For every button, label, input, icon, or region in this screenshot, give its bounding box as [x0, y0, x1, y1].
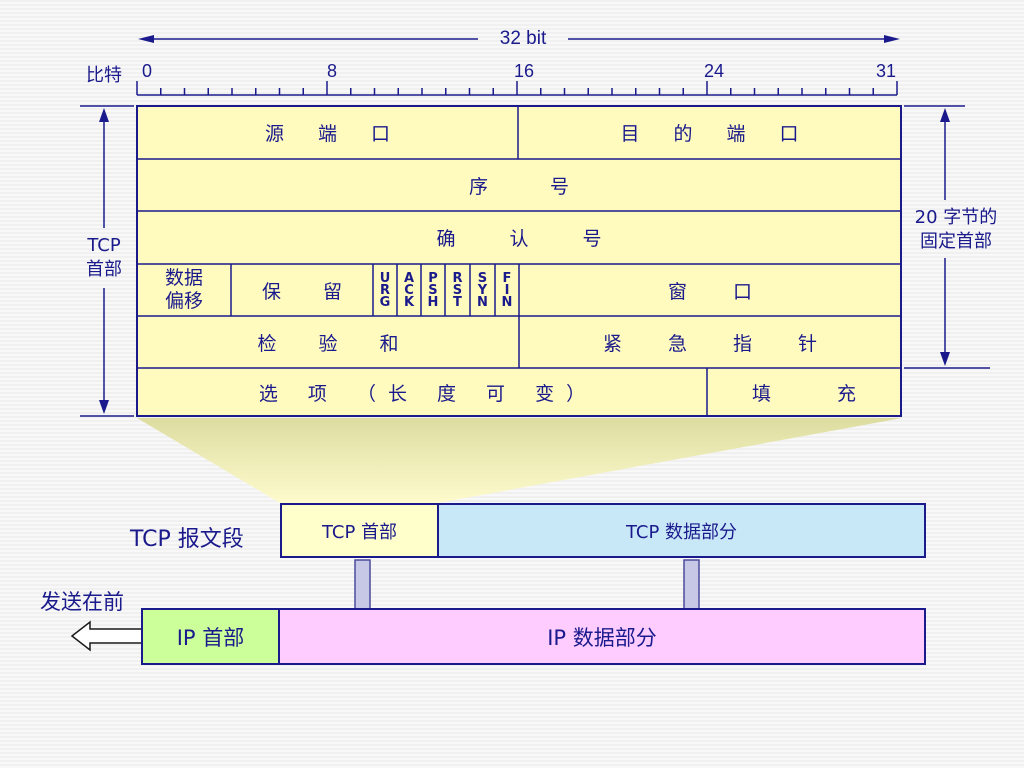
- flag-rst: R S T: [452, 271, 463, 310]
- ruler-tick-16: 16: [514, 61, 535, 81]
- bit-ruler: [136, 81, 898, 96]
- send-first-arrow: [70, 620, 145, 652]
- expansion-funnel: [137, 418, 902, 503]
- acknowledgment-number: 确 认 号: [436, 228, 626, 250]
- segment-data-box: TCP 数据部分: [437, 503, 926, 558]
- ruler-tick-0: 0: [142, 61, 153, 81]
- ip-data-box: IP 数据部分: [278, 608, 926, 665]
- ruler-tick-31: 31: [876, 61, 897, 81]
- bits-label: 比特: [86, 65, 122, 86]
- flag-urg: U R G: [379, 271, 391, 310]
- tcp-header-bracket: [80, 105, 134, 417]
- flag-fin: F I N: [501, 271, 513, 310]
- width-arrow: [138, 35, 900, 43]
- source-port: 源 端 口: [264, 123, 405, 145]
- options: 选 项 （长 度 可 变）: [258, 382, 598, 405]
- flag-ack: A C K: [403, 271, 415, 310]
- ip-header-box: IP 首部: [141, 608, 280, 665]
- fixed-header-bracket: [904, 105, 990, 369]
- width-label: 32 bit: [499, 28, 547, 49]
- send-first-label: 发送在前: [40, 590, 124, 614]
- flag-psh: P S H: [427, 271, 439, 310]
- destination-port: 目 的 端 口: [620, 123, 813, 145]
- tcp-header-side-label: TCP 首部: [86, 235, 122, 280]
- reserved: 保 留: [261, 280, 361, 303]
- sequence-number: 序 号: [468, 175, 598, 198]
- urgent-pointer: 紧 急 指 针: [602, 332, 838, 355]
- data-offset: 数据 偏移: [164, 267, 203, 312]
- fixed-header-side-label: 20 字节的 固定首部: [914, 207, 998, 252]
- ruler-tick-8: 8: [327, 61, 338, 81]
- window: 窗 口: [667, 280, 773, 303]
- segment-label: TCP 报文段: [130, 527, 244, 552]
- padding: 填 充: [751, 382, 887, 405]
- segment-header-box: TCP 首部: [280, 503, 439, 558]
- checksum: 检 验 和: [257, 332, 417, 355]
- flag-syn: S Y N: [477, 271, 488, 310]
- ruler-tick-24: 24: [704, 61, 725, 81]
